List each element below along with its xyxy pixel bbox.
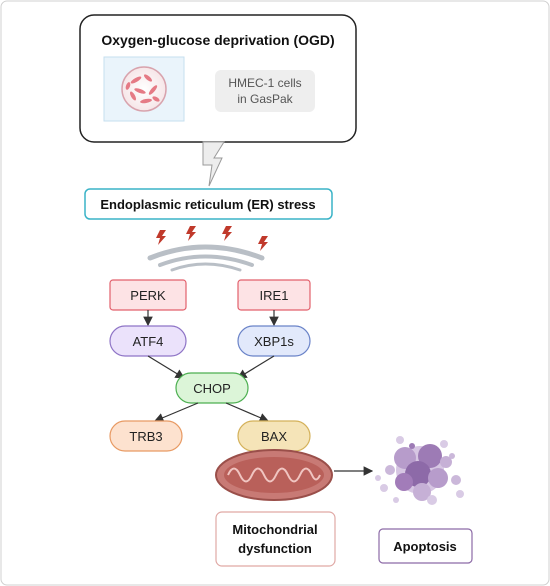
- chop-box: [175, 372, 249, 404]
- er-stress-label: Endoplasmic reticulum (ER) stress: [100, 197, 315, 212]
- apoptotic-cell-icon: [375, 436, 464, 505]
- atf4-label: ATF4: [133, 334, 164, 349]
- lightning-bolt-icon: [202, 141, 225, 187]
- gaspak-label-line-2: in GasPak: [237, 92, 293, 106]
- stress-signal-icons: [156, 226, 268, 251]
- er-membrane-illustration: [147, 244, 265, 272]
- trb3-label: TRB3: [129, 429, 162, 444]
- apoptosis-box: [378, 528, 473, 564]
- er-stress-box: [84, 188, 333, 220]
- perk-label: PERK: [130, 288, 166, 303]
- arrow-chop-trb3: [153, 402, 199, 423]
- trb3-box: [109, 420, 183, 452]
- ogd-title: Oxygen-glucose deprivation (OGD): [101, 32, 334, 48]
- mito-dysfunction-box: [215, 511, 336, 567]
- mito-dysfunction-line-1: Mitochondrial: [232, 522, 317, 537]
- bax-label: BAX: [261, 429, 287, 444]
- chop-label: CHOP: [193, 381, 231, 396]
- arrow-chop-bax: [225, 402, 270, 423]
- apoptosis-label: Apoptosis: [393, 539, 457, 554]
- gaspak-label-box: [215, 70, 315, 112]
- xbp1s-label: XBP1s: [254, 334, 294, 349]
- gaspak-dish-illustration: [103, 56, 185, 122]
- mito-dysfunction-line-2: dysfunction: [238, 541, 312, 556]
- arrow-xbp1s-chop: [236, 355, 275, 379]
- mitochondrion-icon: [215, 449, 333, 501]
- ire1-label: IRE1: [260, 288, 289, 303]
- gaspak-label-line-1: HMEC-1 cells: [228, 76, 301, 90]
- arrow-atf4-chop: [147, 355, 186, 379]
